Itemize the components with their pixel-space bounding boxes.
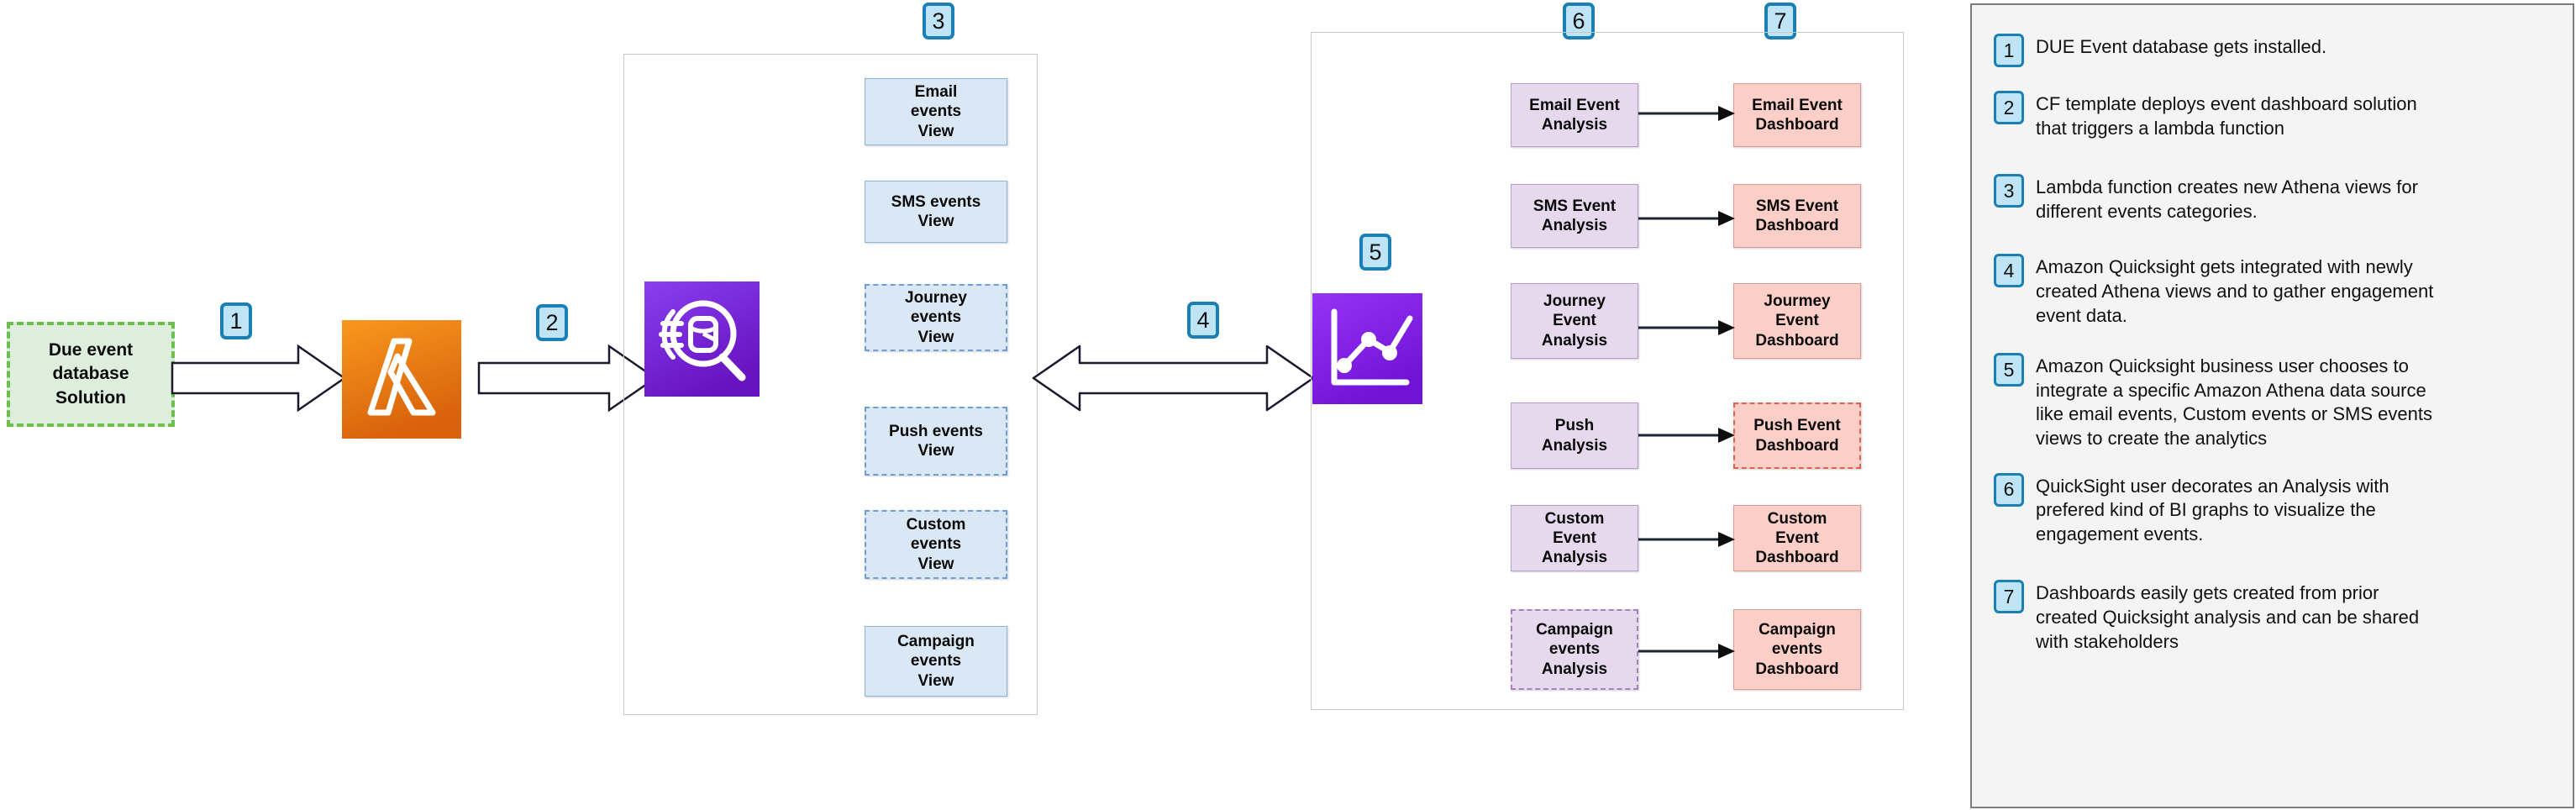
arrow-lambda-to-athena: [477, 336, 660, 420]
legend-badge-5: 5: [1994, 353, 2024, 387]
athena-view-sms-label: SMS events View: [891, 192, 981, 230]
arrow-analysis-to-dashboard-push: [1638, 423, 1735, 448]
dashboard-sms-event[interactable]: SMS Event Dashboard: [1733, 184, 1861, 248]
analysis-sms-event-label: SMS Event Analysis: [1532, 197, 1617, 234]
aws-quicksight-icon: [1312, 293, 1422, 404]
dashboard-custom-event[interactable]: Custom Event Dashboard: [1733, 505, 1861, 571]
dashboard-campaign-events-label: Campaign events Dashboard: [1755, 621, 1839, 678]
source-label: Due event database Solution: [48, 339, 134, 408]
step-badge-5: 5: [1359, 234, 1391, 271]
analysis-journey-event-label: Journey Event Analysis: [1541, 292, 1608, 350]
dashboard-email-event-label: Email Event Dashboard: [1752, 96, 1843, 134]
dashboard-campaign-events[interactable]: Campaign events Dashboard: [1733, 609, 1861, 690]
aws-athena-icon: [644, 281, 760, 397]
aws-lambda-icon: [342, 320, 461, 439]
arrow-source-to-lambda: [171, 336, 349, 420]
athena-view-email-label: Email events View: [910, 83, 962, 140]
dashboard-sms-event-label: SMS Event Dashboard: [1755, 197, 1839, 234]
athena-view-journey[interactable]: Journey events View: [865, 284, 1007, 351]
due-event-database-solution-box: Due event database Solution: [7, 322, 175, 427]
dashboard-journey-event[interactable]: Jourmey Event Dashboard: [1733, 283, 1861, 359]
step-badge-7: 7: [1764, 3, 1796, 39]
dashboard-push-event-label: Push Event Dashboard: [1753, 417, 1841, 455]
analysis-email-event[interactable]: Email Event Analysis: [1511, 83, 1638, 147]
arrow-athena-quicksight-bidirectional: [1032, 334, 1315, 423]
legend-badge-6: 6: [1994, 472, 2024, 507]
step-badge-4-label: 4: [1196, 307, 1210, 333]
legend-item-1: 1 DUE Event database gets installed.: [1994, 34, 2551, 67]
legend-badge-2: 2: [1994, 91, 2024, 124]
step-badge-6-label: 6: [1572, 8, 1585, 34]
step-badge-4: 4: [1187, 302, 1219, 339]
quicksight-analyses-dashboards-container: [1311, 32, 1904, 710]
step-badge-2: 2: [536, 304, 568, 341]
dashboard-email-event[interactable]: Email Event Dashboard: [1733, 83, 1861, 147]
legend-text-1: DUE Event database gets installed.: [2036, 36, 2327, 57]
legend-text-2: CF template deploys event dashboard solu…: [2036, 93, 2417, 139]
step-badge-6: 6: [1563, 3, 1595, 39]
athena-view-push[interactable]: Push events View: [865, 407, 1007, 476]
dashboard-custom-event-label: Custom Event Dashboard: [1755, 509, 1839, 567]
arrow-analysis-to-dashboard-journey: [1638, 315, 1735, 340]
analysis-push[interactable]: Push Analysis: [1511, 402, 1638, 469]
athena-view-email[interactable]: Email events View: [865, 78, 1007, 145]
legend-text-3: Lambda function creates new Athena views…: [2036, 176, 2418, 222]
legend-badge-4: 4: [1994, 254, 2024, 288]
analysis-campaign-events[interactable]: Campaign events Analysis: [1511, 609, 1638, 690]
legend-text-5: Amazon Quicksight business user chooses …: [2036, 355, 2432, 449]
arrow-analysis-to-dashboard-sms: [1638, 206, 1735, 231]
athena-view-push-label: Push events View: [889, 422, 983, 460]
legend-badge-7: 7: [1994, 580, 2024, 614]
legend-item-7: 7 Dashboards easily gets created from pr…: [1994, 580, 2551, 654]
legend-badge-1: 1: [1994, 34, 2024, 67]
athena-view-campaign-label: Campaign events View: [897, 633, 975, 690]
legend-badge-3: 3: [1994, 174, 2024, 208]
step-badge-1: 1: [220, 302, 252, 339]
legend-text-4: Amazon Quicksight gets integrated with n…: [2036, 256, 2434, 326]
athena-view-campaign[interactable]: Campaign events View: [865, 626, 1007, 697]
analysis-campaign-events-label: Campaign events Analysis: [1536, 621, 1613, 678]
legend-item-6: 6 QuickSight user decorates an Analysis …: [1994, 472, 2551, 547]
step-badge-2-label: 2: [545, 309, 559, 335]
arrow-analysis-to-dashboard-custom: [1638, 527, 1735, 552]
athena-view-journey-label: Journey events View: [905, 289, 967, 346]
legend-item-5: 5 Amazon Quicksight business user choose…: [1994, 353, 2551, 450]
step-badge-3: 3: [923, 3, 954, 39]
step-badge-3-label: 3: [932, 8, 945, 34]
athena-view-custom[interactable]: Custom events View: [865, 510, 1007, 579]
arrow-analysis-to-dashboard-campaign: [1638, 639, 1735, 664]
athena-views-container: [623, 54, 1038, 715]
step-badge-5-label: 5: [1369, 239, 1382, 265]
step-badge-1-label: 1: [229, 308, 243, 334]
analysis-custom-event[interactable]: Custom Event Analysis: [1511, 505, 1638, 571]
analysis-sms-event[interactable]: SMS Event Analysis: [1511, 184, 1638, 248]
legend-panel: 1 DUE Event database gets installed. 2 C…: [1970, 3, 2574, 808]
analysis-push-label: Push Analysis: [1541, 417, 1608, 455]
athena-view-sms[interactable]: SMS events View: [865, 181, 1007, 243]
analysis-email-event-label: Email Event Analysis: [1529, 96, 1620, 134]
arrow-analysis-to-dashboard-email: [1638, 101, 1735, 126]
legend-item-2: 2 CF template deploys event dashboard so…: [1994, 91, 2551, 140]
legend-item-4: 4 Amazon Quicksight gets integrated with…: [1994, 254, 2551, 328]
legend-text-7: Dashboards easily gets created from prio…: [2036, 582, 2420, 652]
dashboard-journey-event-label: Jourmey Event Dashboard: [1755, 292, 1839, 350]
legend-text-6: QuickSight user decorates an Analysis wi…: [2036, 475, 2389, 544]
dashboard-push-event[interactable]: Push Event Dashboard: [1733, 402, 1861, 469]
step-badge-7-label: 7: [1774, 8, 1787, 34]
analysis-custom-event-label: Custom Event Analysis: [1541, 509, 1608, 567]
athena-view-custom-label: Custom events View: [906, 516, 966, 573]
legend-item-3: 3 Lambda function creates new Athena vie…: [1994, 174, 2551, 224]
analysis-journey-event[interactable]: Journey Event Analysis: [1511, 283, 1638, 359]
